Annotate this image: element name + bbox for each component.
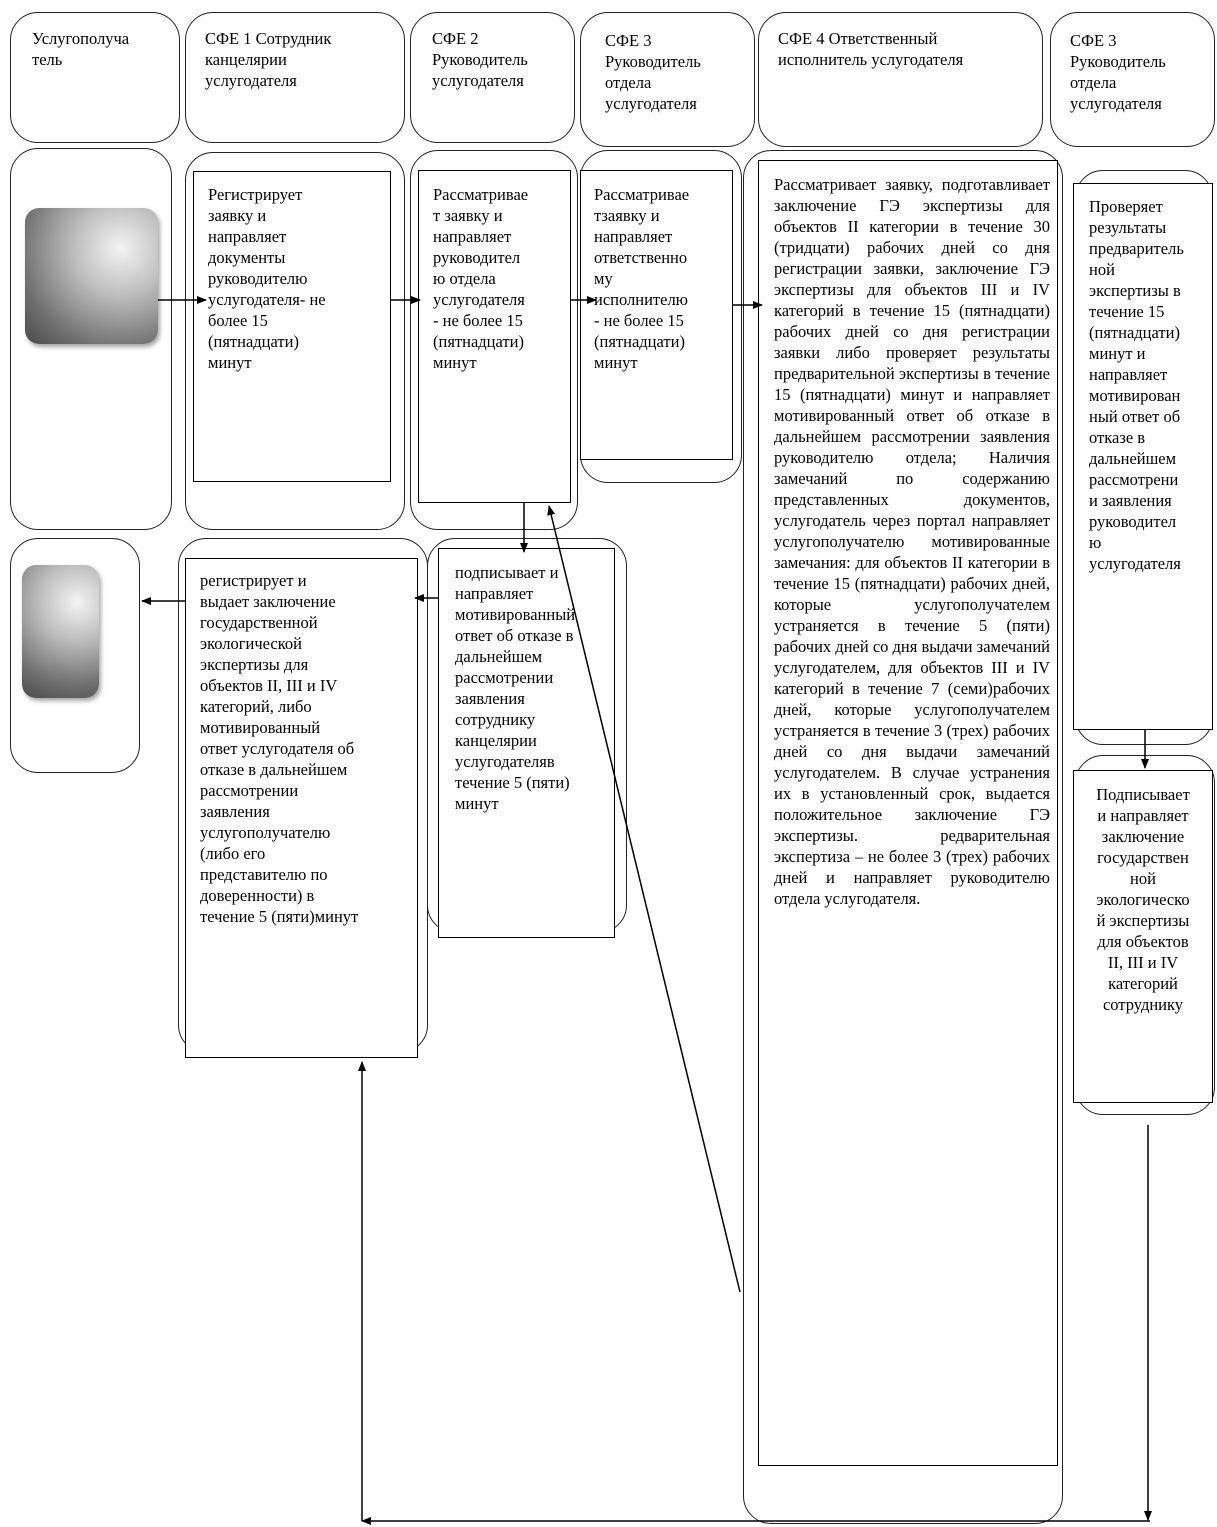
step-sfe3b-check-text: Проверяет результаты предваритель ной эк… (1089, 197, 1184, 573)
lane-label-recipient: Услугополуча тель (32, 29, 130, 69)
step-sfe3b-sign (1073, 770, 1213, 1103)
step-sfe1-register-text: Регистрирует заявку и направляет докумен… (208, 185, 326, 372)
container-sfe1-row1 (185, 152, 405, 530)
step-sfe1-register (193, 171, 391, 482)
lane-header-sfe1 (185, 12, 405, 143)
lane-label-sfe4: СФЕ 4 Ответственный исполнитель услугода… (778, 29, 964, 69)
lane-label-sfe3: СФЕ 3 Руководитель отдела услугодателя (605, 31, 701, 113)
container-sfe4 (743, 150, 1063, 1524)
step-sfe4-review-text: Рассматривает заявку, подготавливает зак… (774, 175, 1050, 908)
container-sfe2-row1 (410, 150, 578, 530)
lane-label-sfe3b: СФЕ 3 Руководитель отдела услугодателя (1070, 31, 1166, 113)
step-sfe3-review (580, 170, 733, 460)
step-sfe2-review (418, 170, 571, 503)
lane-label-sfe2: СФЕ 2 Руководитель услугодателя (432, 29, 528, 90)
step-sfe2-sign-text: подписывает и направляет мотивированный … (455, 563, 576, 813)
lane-label-sfe1: СФЕ 1 Сотрудник канцелярии услугодателя (205, 29, 332, 90)
lane-header-recipient (10, 12, 180, 143)
step-sfe3b-sign-text: Подписывает и направляет заключение госу… (1096, 785, 1190, 1014)
step-sfe3-review-text: Рассматривае тзаявку и направляет ответс… (594, 185, 690, 372)
step-sfe1-issue (185, 558, 418, 1058)
lane-header-sfe4 (758, 12, 1043, 147)
step-sfe1-issue-text: регистрирует и выдает заключение государ… (200, 571, 359, 926)
step-sfe3b-check (1073, 183, 1213, 730)
step-sfe4-review (758, 160, 1058, 1466)
container-recipient-end (10, 538, 140, 773)
step-sfe2-review-text: Рассматривае т заявку и направляет руков… (433, 185, 529, 372)
lane-header-sfe3 (580, 12, 755, 147)
lane-header-sfe2 (410, 12, 575, 143)
start-node (25, 208, 158, 344)
lane-header-sfe3b (1050, 12, 1215, 147)
end-node (22, 565, 99, 698)
container-recipient-start (10, 148, 172, 530)
